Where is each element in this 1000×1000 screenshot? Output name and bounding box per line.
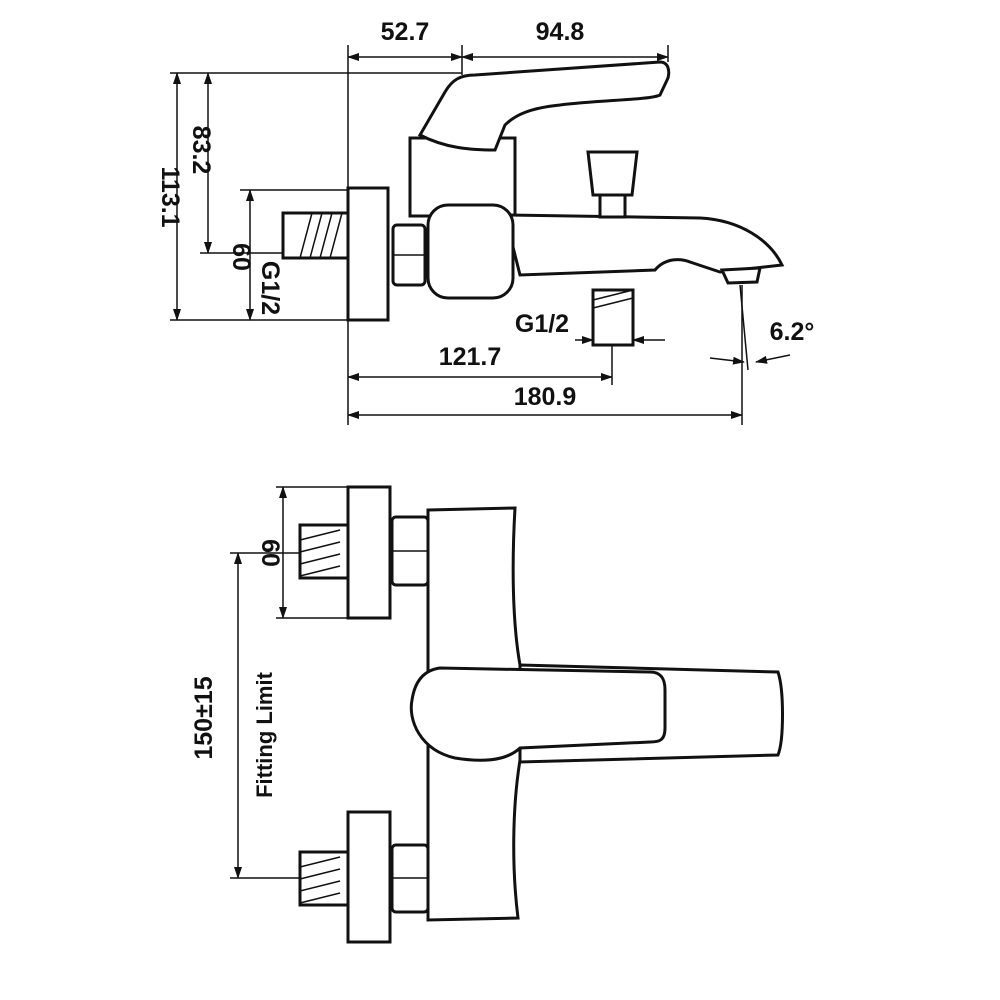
dim-handle-length: 94.8 (536, 18, 585, 46)
top-view: 60 150±15 Fitting Limit (190, 485, 784, 944)
dim-outlet-distance: 121.7 (439, 343, 502, 371)
threaded-inlet (281, 211, 350, 260)
diverter-knob (586, 150, 639, 197)
spout (503, 213, 785, 277)
lower-flange (346, 810, 392, 944)
thread-hatch (299, 212, 343, 259)
dim-total-height: 113.1 (156, 166, 184, 227)
spout-aerator (719, 266, 762, 285)
valve-body (408, 136, 517, 218)
dim-total-length: 180.9 (514, 383, 577, 411)
spout-angle: 6.2° (770, 318, 815, 346)
faucet-top-body (298, 485, 784, 944)
faucet-side-body (281, 60, 785, 347)
body-cylinder (426, 203, 515, 300)
dim-flange-height-top: 60 (256, 539, 284, 567)
wall-flange (346, 186, 390, 322)
dim-handle-offset: 52.7 (381, 18, 430, 46)
dim-centers: 150±15 (190, 676, 218, 759)
fitting-limit-label: Fitting Limit (252, 671, 277, 798)
dim-flange-height: 60 (227, 243, 255, 271)
side-view: 52.7 94.8 113.1 83.2 60 G1/2 G1/2 121.7 … (156, 18, 814, 425)
dimension-lines-top (234, 486, 287, 879)
dim-handle-height: 83.2 (187, 126, 215, 175)
lever-handle (417, 60, 671, 152)
dimension-lines (173, 53, 791, 419)
upper-flange (346, 485, 392, 620)
diverter-stem (598, 191, 627, 219)
lever-handle-top (409, 666, 667, 762)
outlet-thread-label: G1/2 (515, 310, 569, 338)
inlet-thread-label: G1/2 (256, 261, 284, 315)
